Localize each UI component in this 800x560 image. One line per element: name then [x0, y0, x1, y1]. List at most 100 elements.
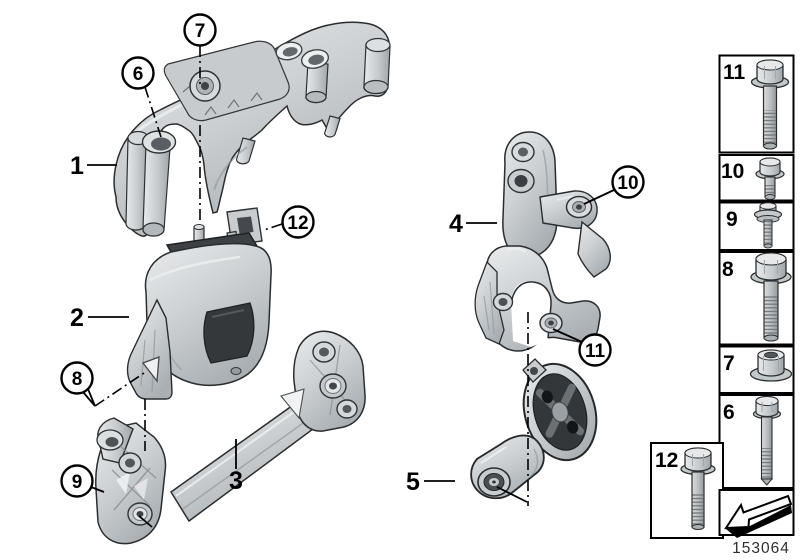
callout-number: 2 — [70, 304, 84, 332]
callout-circle — [183, 13, 217, 47]
part-3-lower-ring-bottom-hole — [136, 511, 144, 517]
callout-5: 5 — [406, 468, 420, 496]
part-4-top-boss-b-hole — [514, 175, 528, 187]
part-4-gearbox-bracket — [474, 131, 611, 352]
part-4-right-foot-boss-hole — [548, 320, 554, 326]
leader-line-10 — [583, 189, 615, 205]
leader-line-9 — [90, 486, 105, 493]
callout-11: 11 — [578, 333, 612, 367]
hex-flange-bolt-threaded-icon — [750, 252, 792, 342]
callout-2: 2 — [70, 304, 84, 332]
fastener-number: 10 — [721, 160, 744, 183]
part-1-engine-support-bracket — [113, 21, 391, 237]
part-2-foot — [126, 298, 173, 400]
callout-number: 10 — [617, 173, 638, 194]
part-2-stud-top — [193, 224, 205, 230]
cell-border — [718, 154, 795, 202]
part-1-stub-a — [236, 137, 256, 165]
part-5-arm-highlight — [480, 446, 507, 464]
part-1-right-tube-bottom — [363, 79, 389, 95]
fastener-number: 9 — [726, 208, 738, 231]
part-1-mount-plate — [163, 40, 290, 122]
leader-line-8-solid — [82, 388, 96, 407]
callout-number: 1 — [70, 152, 84, 180]
fastener-number: 8 — [722, 258, 734, 281]
part-4-arch-edge — [510, 281, 552, 339]
part-2-side-opening — [203, 302, 255, 364]
part-1-center-boss-hole — [201, 82, 209, 90]
fastener-number: 7 — [723, 352, 735, 375]
part-1-plate-scallops — [182, 85, 263, 116]
direction-arrow-cell — [718, 489, 795, 538]
callout-10: 10 — [611, 165, 645, 199]
part-2-foot-notch — [141, 356, 160, 383]
part-2-bottom-stub — [230, 367, 242, 375]
fastener-number: 12 — [655, 449, 678, 472]
callout-circle — [578, 333, 612, 367]
part-3-upper-ring-c-hole — [342, 405, 352, 413]
hex-flange-nut-icon — [749, 349, 793, 382]
part-3-arm-ridge — [182, 420, 307, 510]
leader-line-6 — [144, 86, 162, 138]
part-4-arch-cutout — [511, 280, 552, 347]
fastener-cell-10: 10 — [718, 154, 795, 202]
hex-flange-bolt-short-icon — [755, 157, 785, 200]
callout-1: 1 — [70, 152, 84, 180]
bushing-pointer-line — [496, 486, 528, 503]
hex-flange-bolt-icon — [680, 447, 716, 530]
callout-number: 4 — [449, 210, 463, 238]
part-1-right-tube-top — [365, 37, 391, 53]
part-5-torque-strut — [470, 358, 598, 500]
part-3-arm — [169, 401, 315, 523]
callout-number: 8 — [72, 369, 83, 390]
part-2-housing-highlight — [149, 255, 241, 282]
fastener-cell-6: 6 — [718, 394, 795, 489]
part-2-side-opening-highlight — [211, 309, 245, 318]
fastener-cell-12: 12 — [650, 442, 724, 539]
callout-number: 12 — [287, 213, 308, 234]
part-4-arm-boss-hole — [576, 204, 582, 210]
part-1-bore-hole-inner — [151, 137, 171, 151]
fastener-cell-8: 8 — [718, 251, 795, 346]
callout-number: 5 — [406, 468, 420, 496]
part-3-lower-ring-top-hole — [125, 458, 135, 468]
part-2-stop-bracket-hole — [237, 216, 254, 234]
callout-9: 9 — [60, 464, 94, 498]
callout-number: 7 — [195, 21, 206, 42]
callout-circle — [121, 56, 155, 90]
part-1-top-hole-a — [275, 41, 303, 61]
callout-number: 6 — [133, 64, 144, 85]
part-5-tab-hole — [530, 367, 538, 375]
part-4-top-boss-a-hole — [518, 147, 528, 157]
callout-7: 7 — [183, 13, 217, 47]
callout-3: 3 — [229, 467, 243, 495]
part-3-upper-cutout — [280, 388, 305, 420]
fastener-cell-11: 11 — [718, 54, 795, 154]
callout-4: 4 — [449, 210, 463, 238]
part-5-ring — [522, 362, 598, 462]
callout-number: 9 — [72, 472, 83, 493]
callout-circle — [611, 165, 645, 199]
part-3-lower-cutout-a — [116, 472, 130, 494]
hex-flange-bolt-long-icon — [750, 59, 790, 150]
part-3-cylinder-bore — [105, 437, 119, 447]
callout-number: 3 — [229, 467, 243, 495]
part-1-front-tube — [142, 142, 171, 237]
part-4-left-boss-hole — [498, 298, 508, 306]
fastener-panel: 11 10 — [650, 54, 795, 539]
part-1-mid-leg-bottom — [305, 90, 327, 104]
screw-with-captive-washer-icon — [753, 202, 783, 249]
callout-8: 8 — [60, 361, 94, 395]
view-direction-arrow-icon — [724, 494, 793, 538]
hex-bolt-long-shank-icon — [752, 395, 782, 486]
part-3-lower-cutout-b — [134, 478, 148, 500]
doc-number: 153064 — [732, 540, 790, 557]
part-3-support-arm — [95, 330, 366, 545]
callout-circle — [60, 361, 94, 395]
part-5-bushing-dot — [492, 480, 496, 484]
leader-line-11 — [552, 328, 583, 343]
leader-line-8-dashdot — [94, 370, 148, 407]
part-5-arm-shade — [529, 448, 539, 478]
